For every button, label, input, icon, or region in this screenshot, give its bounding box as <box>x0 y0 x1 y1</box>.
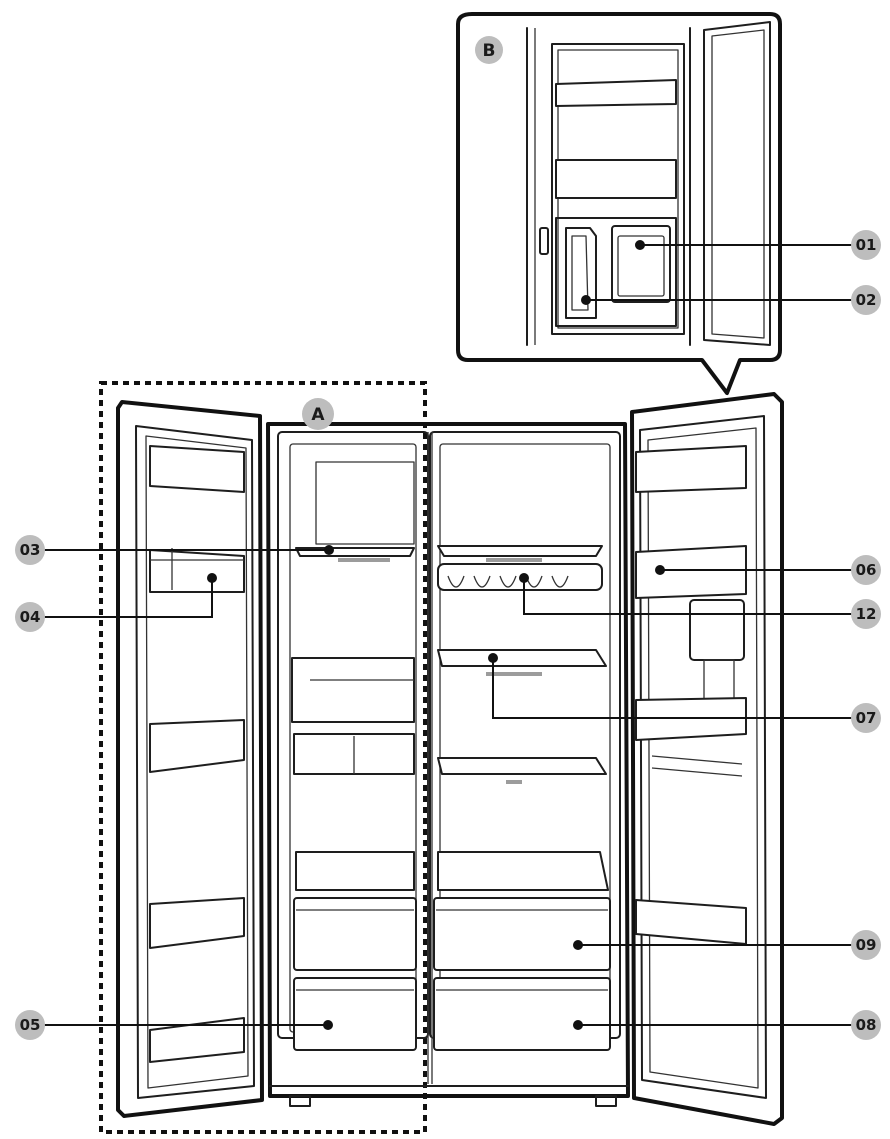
callout-07: 07 <box>851 703 881 733</box>
callout-07-label: 07 <box>856 709 877 727</box>
inset-freezer-cavity <box>551 43 685 335</box>
right-door-bin-4 <box>635 899 747 945</box>
ice-bucket <box>565 227 597 319</box>
water-dispenser <box>689 599 745 661</box>
inset-handle <box>539 227 549 255</box>
freezer-drawer-1 <box>293 897 417 971</box>
callout-01: 01 <box>851 230 881 260</box>
inset-shelf-1 <box>555 79 677 107</box>
section-b-badge <box>475 36 503 64</box>
foot-right <box>595 1095 617 1107</box>
refrigerator <box>99 381 784 1134</box>
fridge-shelf-3 <box>437 757 607 775</box>
callout-06-label: 06 <box>856 561 877 579</box>
right-door-bin-2 <box>635 545 747 599</box>
left-door-bin-2 <box>149 549 245 593</box>
inset-shelf-2 <box>555 159 677 199</box>
fridge-shelf-4 <box>437 851 609 891</box>
callout-06: 06 <box>851 555 881 585</box>
left-door-bin-4 <box>149 897 245 949</box>
section-a-label: A <box>311 405 325 425</box>
cabinet <box>266 422 630 1098</box>
freezer-shelf-2 <box>291 657 415 723</box>
leader-lines <box>30 545 852 1030</box>
inset-door <box>703 21 771 346</box>
section-a-frame <box>99 381 427 1134</box>
section-b-label: B <box>483 41 496 61</box>
callout-05-label: 05 <box>20 1016 41 1034</box>
callout-08: 08 <box>851 1010 881 1040</box>
dot-12 <box>519 573 529 583</box>
freezer-drawer-2 <box>293 977 417 1051</box>
left-door-bin-5 <box>149 1017 245 1063</box>
callout-01-label: 01 <box>856 236 877 254</box>
callout-09: 09 <box>851 930 881 960</box>
right-door-bin-1 <box>635 445 747 493</box>
dot-03 <box>324 545 334 555</box>
callout-02-label: 02 <box>856 291 877 309</box>
left-door <box>116 400 264 1118</box>
freezer-shelf-3 <box>295 851 415 891</box>
callout-04-label: 04 <box>20 608 41 626</box>
section-a-badge <box>302 398 334 430</box>
dot-04 <box>207 573 217 583</box>
foot-left <box>289 1095 311 1107</box>
callout-03-label: 03 <box>20 541 41 559</box>
ice-maker <box>611 225 671 303</box>
dot-05 <box>323 1020 333 1030</box>
left-door-bin-1 <box>149 445 245 493</box>
dot-08 <box>573 1020 583 1030</box>
callout-02: 02 <box>851 285 881 315</box>
inset-ice-maker-area <box>555 217 677 327</box>
callout-12-label: 12 <box>856 605 877 623</box>
section-a: A <box>302 398 334 430</box>
callout-08-label: 08 <box>856 1016 877 1034</box>
callout-04: 04 <box>15 602 45 632</box>
fridge-shelf-1 <box>437 545 603 557</box>
callout-09-label: 09 <box>856 936 877 954</box>
callout-03: 03 <box>15 535 45 565</box>
callout-12: 12 <box>851 599 881 629</box>
inset-frame <box>456 12 782 395</box>
detail-inset-b: B <box>456 12 852 395</box>
dot-09 <box>573 940 583 950</box>
right-door <box>630 392 784 1126</box>
dot-07 <box>488 653 498 663</box>
left-door-bin-3 <box>149 719 245 773</box>
crisper-drawer-1 <box>433 897 611 971</box>
crisper-drawer-2 <box>433 977 611 1051</box>
fridge-shelf-2 <box>437 649 607 667</box>
callout-05: 05 <box>15 1010 45 1040</box>
dot-06 <box>655 565 665 575</box>
